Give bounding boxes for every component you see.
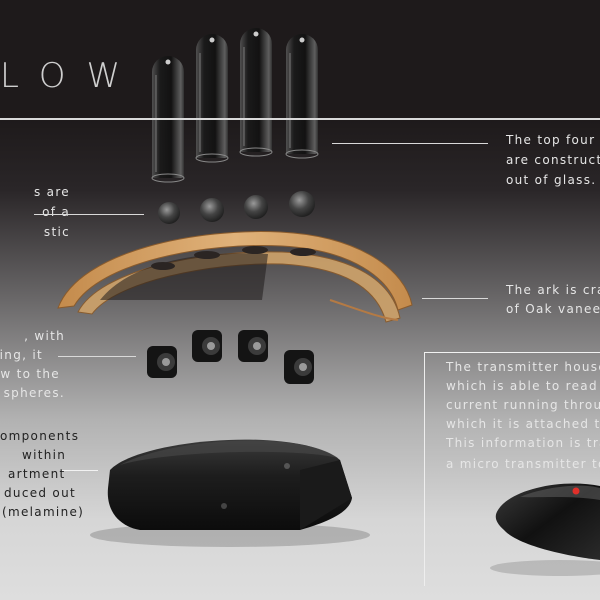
callout-transmitter-line-6: a micro transmitter to F — [446, 457, 600, 471]
leader-line-transmitter-vertical — [424, 352, 425, 586]
speaker-module-4 — [284, 350, 314, 384]
title-rule — [0, 118, 600, 120]
callout-glass-line-2: are constructe — [506, 153, 600, 167]
speaker-module-2 — [192, 330, 222, 362]
glass-tube-4 — [285, 34, 319, 159]
callout-speakers-line-2: ating, it — [0, 348, 43, 362]
callout-speakers-line-1: , with — [24, 329, 65, 343]
leader-line-glass — [332, 143, 488, 144]
speaker-module-3 — [238, 330, 268, 362]
glass-tube-3 — [239, 28, 273, 157]
callout-spheres-line-2: of a — [42, 205, 70, 219]
callout-glass-line-1: The top four c — [506, 133, 600, 147]
base-enclosure — [90, 439, 370, 547]
callout-components-line-2: within — [22, 448, 67, 462]
transmitter-device — [490, 483, 600, 576]
page-title: LOW — [0, 56, 142, 96]
callout-spheres-line-1: s are — [34, 185, 70, 199]
callout-transmitter-line-4: which it is attached to. — [446, 417, 600, 431]
callout-components-line-1: omponents — [0, 429, 80, 443]
oak-ark — [57, 231, 413, 323]
sphere-1 — [158, 202, 180, 224]
callout-transmitter-line-2: which is able to read th — [446, 379, 598, 393]
leader-line-spheres — [34, 214, 144, 215]
callout-components-line-4: duced out — [4, 486, 76, 500]
sphere-2 — [200, 198, 224, 222]
glass-tube-1 — [151, 56, 185, 183]
callout-ark-line-1: The ark is craf — [506, 283, 600, 297]
callout-glass-line-3: out of glass. — [506, 173, 597, 187]
glass-tube-2 — [195, 34, 229, 163]
indicator-light-icon — [572, 487, 580, 495]
leader-line-ark — [422, 298, 488, 299]
callout-ark-line-2: of Oak vaneer — [506, 302, 600, 316]
sphere-3 — [244, 195, 268, 219]
callout-components-line-5: (melamine) — [2, 505, 85, 519]
callout-speakers-line-4: e spheres. — [3, 386, 65, 400]
sphere-4 — [289, 191, 315, 217]
callout-transmitter-line-3: current running through — [446, 398, 600, 412]
callout-transmitter-line-5: This information is tran — [446, 436, 600, 450]
callout-transmitter-line-1: The transmitter houses — [446, 360, 600, 374]
speaker-module-1 — [147, 346, 177, 378]
leader-line-components — [62, 470, 98, 471]
callout-components-line-3: artment — [8, 467, 66, 481]
callout-speakers-line-3: w to the — [0, 367, 60, 381]
leader-line-transmitter-top — [424, 352, 600, 353]
leader-line-speakers — [58, 356, 136, 357]
callout-spheres-line-3: stic — [43, 225, 70, 239]
